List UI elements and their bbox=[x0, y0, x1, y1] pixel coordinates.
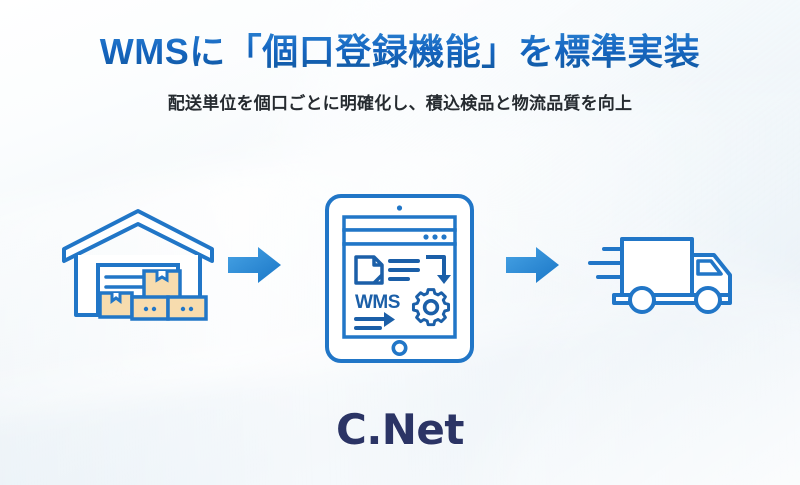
page-title: WMSに「個口登録機能」を標準実装 bbox=[0, 30, 800, 74]
headline-container: WMSに「個口登録機能」を標準実装 bbox=[0, 30, 800, 74]
process-flow-illustration: WMS bbox=[0, 185, 800, 375]
arrow-right-icon bbox=[506, 245, 560, 290]
arrow-right-icon bbox=[228, 245, 282, 290]
logo-text: C.Net bbox=[336, 405, 465, 454]
brand-logo: C.Net bbox=[0, 404, 800, 456]
svg-text:WMS: WMS bbox=[355, 292, 400, 313]
warehouse-icon bbox=[58, 203, 218, 328]
subtitle: 配送単位を個口ごとに明確化し、積込検品と物流品質を向上 bbox=[167, 94, 633, 113]
tablet-wms-icon: WMS bbox=[322, 191, 477, 371]
delivery-truck-icon bbox=[588, 221, 748, 326]
